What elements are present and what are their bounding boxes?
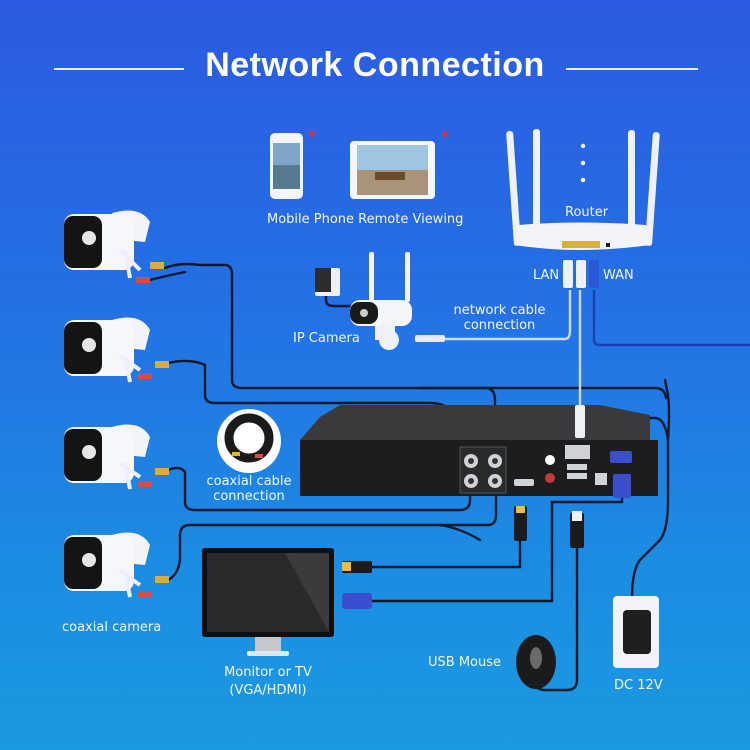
- mobile-viewing-label: Mobile Phone Remote Viewing: [267, 212, 464, 227]
- page-title: Network Connection: [205, 46, 545, 84]
- vga-plug-monitor: [342, 593, 372, 609]
- usb-plug: [570, 513, 584, 548]
- coaxial-cable-label-line1: coaxial cable: [206, 474, 292, 489]
- power-adapter-image: [613, 596, 659, 668]
- dc-12v-label: DC 12V: [614, 678, 663, 693]
- title-rule-left: [54, 68, 184, 70]
- network-cable-wan: [592, 290, 750, 347]
- dvr-recorder: [300, 405, 658, 498]
- bullet-camera-3: [64, 424, 169, 490]
- router-label: Router: [565, 205, 609, 220]
- hdmi-plug: [514, 506, 527, 541]
- cable-ip-power: [324, 288, 354, 308]
- title-rule-right: [566, 68, 698, 70]
- network-cable-label-line2: connection: [463, 318, 536, 333]
- network-cable-ip: [445, 290, 572, 341]
- cable-camera-4: [166, 493, 498, 582]
- ip-camera-image: [315, 252, 445, 350]
- cable-camera-1-power: [148, 270, 187, 282]
- wan-label: WAN: [603, 268, 634, 283]
- cable-ip-to-dc: [418, 386, 668, 400]
- bullet-camera-4: [64, 532, 169, 598]
- bullet-camera-2: [64, 317, 169, 383]
- usb-mouse-image: [516, 635, 556, 689]
- cable-camera-1: [163, 262, 497, 442]
- cable-camera-3: [166, 466, 472, 512]
- monitor-image: [202, 548, 334, 656]
- wan-plug: [589, 260, 599, 288]
- ip-camera-label: IP Camera: [293, 331, 360, 346]
- tablet-image: [350, 141, 435, 199]
- router-image: [506, 129, 660, 250]
- rj45-plug: [575, 405, 585, 438]
- monitor-label-line2: (VGA/HDMI): [229, 683, 307, 698]
- monitor-label-line1: Monitor or TV: [224, 665, 312, 680]
- coaxial-cable-image: [217, 409, 281, 473]
- signal-icon: [441, 130, 449, 138]
- usb-mouse-label: USB Mouse: [428, 655, 501, 670]
- coaxial-cable-label-line2: connection: [213, 489, 285, 504]
- coaxial-camera-label: coaxial camera: [62, 620, 162, 635]
- signal-icon: [308, 130, 316, 138]
- bullet-camera-1: [64, 210, 164, 283]
- lan-plug-2: [576, 260, 586, 288]
- network-cable-label-line1: network cable: [453, 303, 546, 318]
- cable-hdmi: [370, 538, 522, 569]
- mobile-phone-image: [270, 133, 303, 199]
- cable-dc-2: [663, 378, 671, 442]
- cable-camera-4-power: [438, 523, 482, 542]
- lan-label: LAN: [533, 268, 560, 283]
- lan-plug-1: [563, 260, 573, 288]
